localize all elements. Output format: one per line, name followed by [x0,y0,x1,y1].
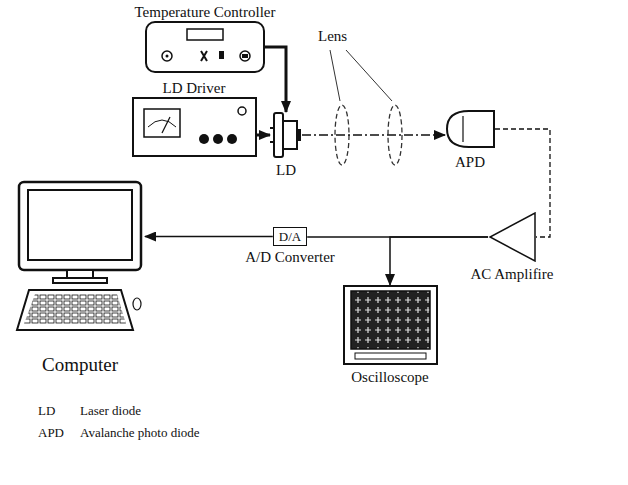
osc-symbol [343,285,438,365]
device-label: LD [266,161,306,179]
leader-line [346,50,392,101]
abbreviation-note: Avalanche photo diode [80,425,200,441]
device-label: AC Amplifire [458,265,566,283]
signal-connector [257,134,271,137]
signal-connector [265,47,286,112]
converter-label: A/D Converter [230,248,350,266]
device-node: Oscilloscope [335,285,445,386]
device-node: LD Driver [128,79,260,157]
ld-symbol [270,112,302,158]
temp-symbol [145,21,265,73]
device-title: Temperature Controller [112,3,298,21]
device-node: Temperature Controller [112,3,298,73]
abbreviation-note: LD [38,403,55,419]
abbreviation-note: APD [38,425,64,441]
signal-connector [145,236,273,238]
device-node: Computer [10,180,150,376]
device-label: APD [440,153,500,171]
driver-symbol [132,97,257,157]
device-node: D/A A/D Converter [230,227,350,266]
apd-symbol [445,108,495,150]
device-label: Computer [10,353,150,376]
amp-symbol [488,212,536,262]
pc-symbol [15,180,145,350]
abbreviation-note: Laser diode [80,403,141,419]
converter-text: D/A [279,229,301,244]
converter-box: D/A [273,227,307,246]
device-title: LD Driver [128,79,260,97]
signal-connector [302,134,445,135]
leader-line [330,50,340,101]
device-node: APD [440,108,500,171]
part-name: Lens [318,28,347,45]
device-label: Oscilloscope [335,368,445,386]
device-node: LD [266,112,306,179]
device-node: AC Amplifire [458,212,566,283]
